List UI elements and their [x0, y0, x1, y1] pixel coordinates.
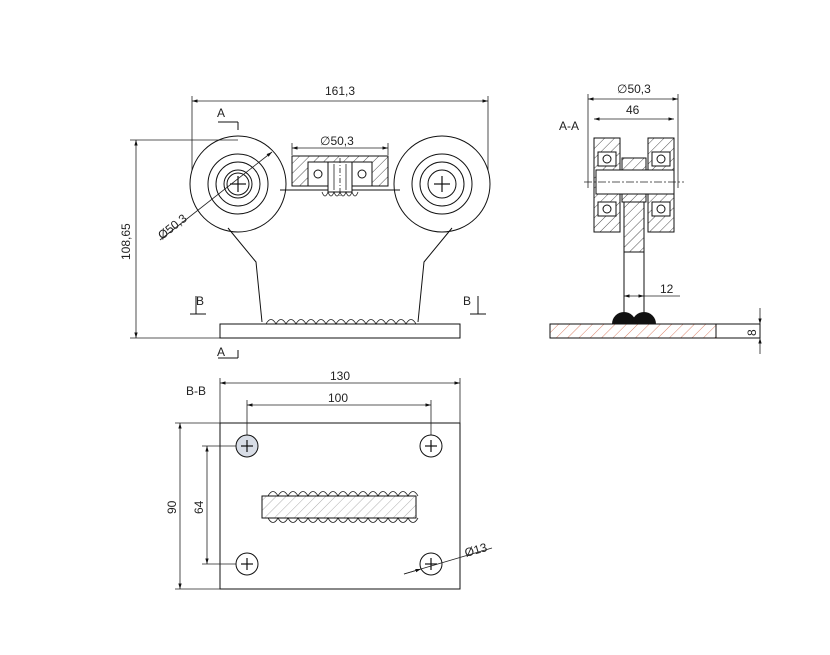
left-arm — [227, 227, 263, 323]
section-aa-view: A-A ∅50,3 46 12 — [549, 82, 762, 354]
dim-height-left: 108,65 — [119, 223, 133, 260]
view-bb-title: B-B — [186, 384, 206, 398]
view-aa-width: 46 — [626, 103, 640, 117]
right-wheel — [393, 135, 491, 233]
left-wheel — [189, 135, 287, 233]
view-aa-dia: ∅50,3 — [617, 82, 651, 96]
dim-center-bearing: ∅50,3 — [320, 134, 354, 148]
right-arm — [417, 227, 453, 323]
weld-bead — [265, 319, 417, 325]
dim-hole-spacing-y: 64 — [192, 500, 206, 514]
mounting-hole — [235, 552, 259, 576]
dim-hole-dia: Ø13 — [463, 540, 489, 560]
front-view: 161,3 108,65 A A B B — [119, 84, 491, 359]
center-bearing: ∅50,3 — [291, 134, 389, 197]
section-bb-view: B-B 130 100 90 64 — [165, 369, 493, 590]
dim-plate-height: 90 — [165, 500, 179, 514]
dim-hole-spacing-x: 100 — [328, 391, 348, 405]
section-b-right-label: B — [463, 294, 471, 308]
section-a-top-label: A — [217, 106, 225, 120]
stem-section — [261, 495, 417, 519]
base-plate — [219, 323, 461, 339]
dim-width-top: 161,3 — [325, 84, 355, 98]
mounting-plate — [219, 422, 461, 590]
dim-plate-width: 130 — [330, 369, 350, 383]
section-a-bottom-label: A — [217, 345, 225, 359]
mounting-hole — [235, 434, 259, 458]
view-aa-plate: 8 — [745, 329, 759, 336]
dim-wheel-dia: Ø50,3 — [155, 211, 190, 242]
view-aa-title: A-A — [559, 119, 579, 133]
view-aa-stem: 12 — [660, 282, 674, 296]
mounting-hole — [419, 434, 443, 458]
section-b-left-label: B — [196, 294, 204, 308]
mounting-hole — [419, 552, 443, 576]
